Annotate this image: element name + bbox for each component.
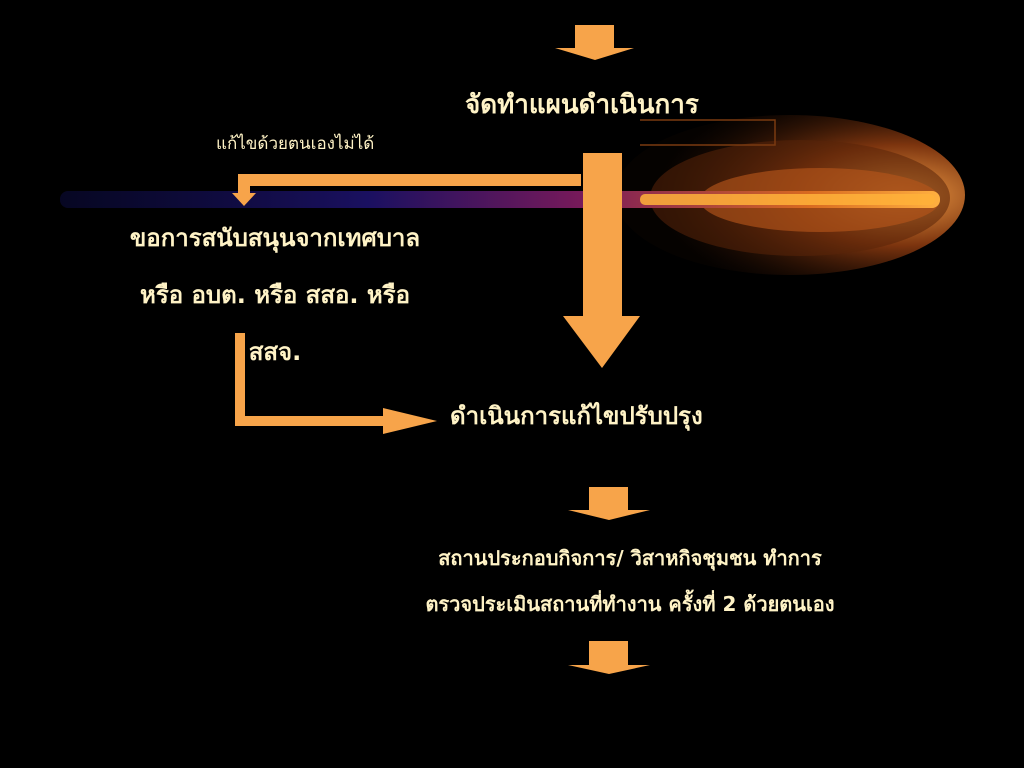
- support-line-2: หรือ อบต. หรือ สสอ. หรือ: [140, 281, 410, 309]
- support-to-action-arrow: [235, 333, 437, 434]
- support-line-1: ขอการสนับสนุนจากเทศบาล: [129, 224, 421, 252]
- improvement-action: ดำเนินการแก้ไขปรับปรุง: [450, 402, 703, 430]
- top-down-arrow: [555, 25, 634, 60]
- bottom-down-arrow: [568, 641, 650, 674]
- self-assessment-block: สถานประกอบกิจการ/ วิสาหกิจชุมชน ทำการ ตร…: [330, 535, 930, 627]
- cannot-fix-note: แก้ไขด้วยตนเองไม่ได้: [216, 134, 375, 154]
- title-underline-box: [640, 119, 776, 146]
- assessment-line-2: ตรวจประเมินสถานที่ทำงาน ครั้งที่ 2 ด้วยต…: [425, 592, 835, 616]
- support-request-block: ขอการสนับสนุนจากเทศบาล หรือ อบต. หรือ สส…: [60, 210, 490, 381]
- decorative-comet: [60, 115, 965, 275]
- main-down-arrow: [563, 153, 640, 368]
- assessment-line-1: สถานประกอบกิจการ/ วิสาหกิจชุมชน ทำการ: [438, 546, 822, 570]
- plan-title: จัดทำแผนดำเนินการ: [465, 90, 699, 120]
- middle-down-arrow: [568, 487, 650, 520]
- support-line-3: สสจ.: [248, 338, 302, 366]
- left-branch-arrow: [232, 174, 581, 206]
